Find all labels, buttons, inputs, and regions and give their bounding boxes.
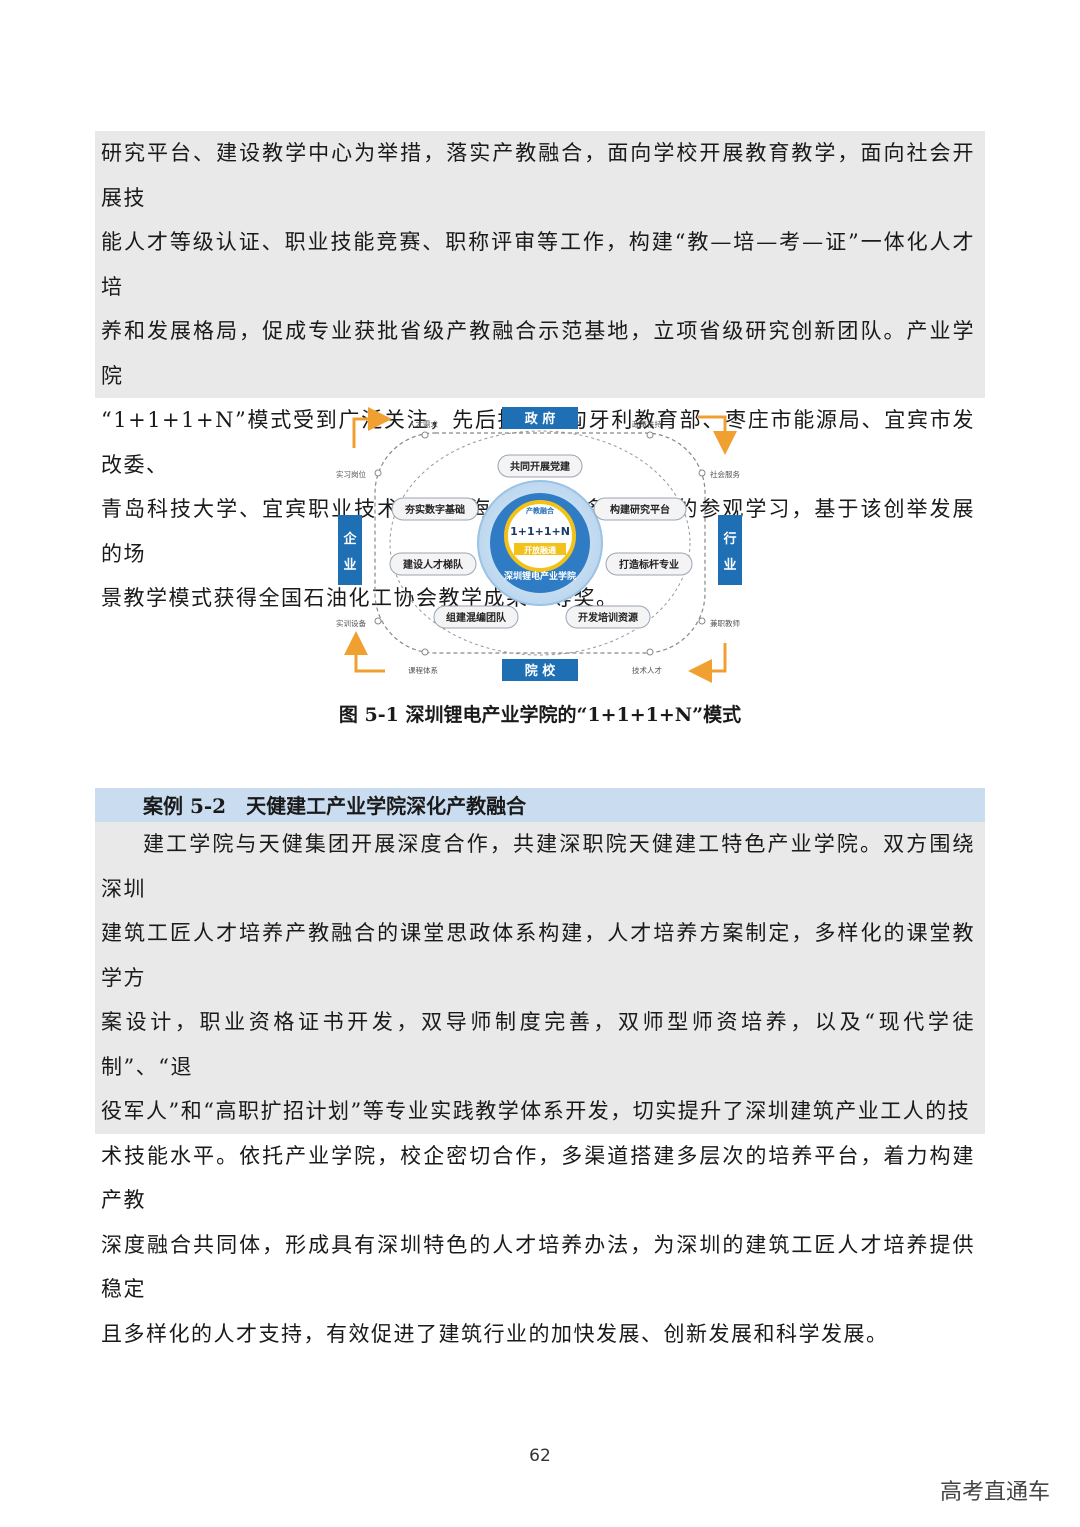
core-mid: 开放融通 xyxy=(524,545,556,555)
node-mixed-team: 组建混编团队 xyxy=(446,611,507,624)
arrow-top-right xyxy=(698,415,737,455)
core-formula: 1+1+1+N xyxy=(510,525,570,538)
flow-label: 兼职教师 xyxy=(710,618,740,628)
arrow-top-left xyxy=(352,407,392,448)
core-bottom: 深圳锂电产业学院 xyxy=(504,570,576,582)
paragraph-line: 养和发展格局，促成专业获批省级产教融合示范基地，立项省级研究创新团队。产业学院 xyxy=(101,319,975,388)
arrow-bottom-left xyxy=(344,631,385,673)
core-top-arc: 产教融合 xyxy=(526,506,555,515)
connector-dots xyxy=(374,431,706,656)
flow-label: 课程体系 xyxy=(408,665,438,675)
paragraph-line: 研究平台、建设教学中心为举措，落实产教融合，面向学校开展教育教学，面向社会开展技 xyxy=(101,141,975,210)
case-label: 案例 5-2 xyxy=(143,794,227,818)
page-number: 62 xyxy=(529,1446,551,1466)
figure-caption: 图 5-1 深圳锂电产业学院的“1+1+1+N”模式 xyxy=(338,704,742,726)
node-party-building: 共同开展党建 xyxy=(510,460,571,473)
node-benchmark-major: 打造标杆专业 xyxy=(619,558,679,571)
paragraph-line: 能人才等级认证、职业技能竞赛、职称评审等工作，构建“教—培—考—证”一体化人才培 xyxy=(101,230,975,299)
nodes xyxy=(389,454,693,629)
paragraph-line: 建筑工匠人才培养产教融合的课堂思政体系构建，人才培养方案制定，多样化的课堂教学方 xyxy=(101,921,975,990)
entity-enterprise-box xyxy=(338,515,362,585)
inner-ring xyxy=(389,430,691,656)
entity-enterprise-2: 业 xyxy=(343,557,356,573)
paragraph-line: 深度融合共同体，形成具有深圳特色的人才培养办法，为深圳的建筑工匠人才培养提供稳定 xyxy=(101,1232,975,1302)
paragraph-line: 且多样化的人才支持，有效促进了建筑行业的加快发展、创新发展和科学发展。 xyxy=(101,1321,889,1346)
node-talent-echelon: 建设人才梯队 xyxy=(402,558,464,571)
watermark: 高考直通车 xyxy=(939,1480,1050,1505)
entity-industry-1: 行 xyxy=(722,531,736,547)
node-research-platform: 构建研究平台 xyxy=(610,503,670,516)
corner-arrows xyxy=(344,407,737,683)
flow-label: 实习岗位 xyxy=(336,469,366,479)
entity-industry-2: 业 xyxy=(723,557,736,573)
entity-school: 院 校 xyxy=(525,663,557,679)
flow-label: 政策扶持 xyxy=(632,419,662,429)
entity-industry-box xyxy=(718,515,742,585)
arrow-bottom-right xyxy=(688,643,727,683)
node-digital-foundation: 夯实数字基础 xyxy=(404,503,465,516)
entity-school-box xyxy=(502,659,578,681)
outer-loop xyxy=(374,432,706,654)
core-mid-band xyxy=(514,543,566,555)
paragraph-line: 术技能水平。依托产业学院，校企密切合作，多渠道搭建多层次的培养平台，着力构建产教 xyxy=(101,1143,975,1213)
flow-label: 人才需求 xyxy=(408,419,438,429)
paragraph-line: 建工学院与天健集团开展深度合作，共建深职院天健建工特色产业学院。双方围绕深圳 xyxy=(101,832,975,901)
flow-label: 社会服务 xyxy=(710,469,740,479)
case-text-block: 建工学院与天健集团开展深度合作，共建深职院天健建工特色产业学院。双方围绕深圳 建… xyxy=(95,822,985,1346)
case-title: 天健建工产业学院深化产教融合 xyxy=(246,794,527,818)
section-text-block: 研究平台、建设教学中心为举措，落实产教融合，面向学校开展教育教学，面向社会开展技… xyxy=(95,131,985,610)
paragraph-line: 案设计，职业资格证书开发，双导师制度完善，双师型师资培养，以及“现代学徒制”、“… xyxy=(101,1010,975,1079)
entity-enterprise-1: 企 xyxy=(342,531,357,547)
entity-government-box xyxy=(502,407,578,429)
case-header: 案例 5-2 天健建工产业学院深化产教融合 xyxy=(95,788,985,824)
entity-government: 政 府 xyxy=(525,411,556,427)
model-diagram: 政 府 院 校 企 业 行 业 人才需求 政策扶持 实习岗位 社会服务 实训设备… xyxy=(336,407,742,683)
node-training-resources: 开发培训资源 xyxy=(578,611,638,624)
flow-label: 实训设备 xyxy=(336,618,366,628)
flow-label: 技术人才 xyxy=(632,665,662,675)
paragraph-line: 役军人”和“高职扩招计划”等专业实践教学体系开发，切实提升了深圳建筑产业工人的技 xyxy=(101,1099,971,1123)
